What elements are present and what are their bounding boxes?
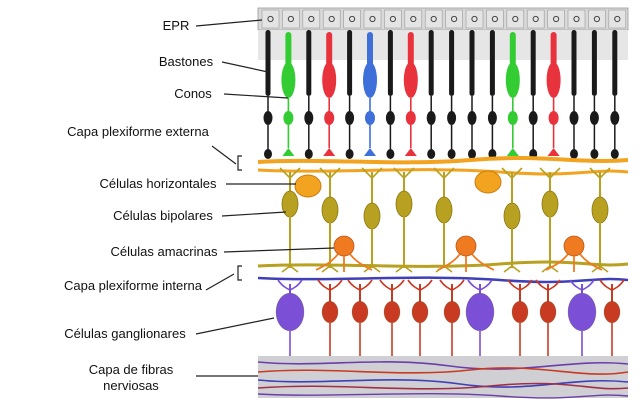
rod-cell — [569, 30, 579, 159]
ganglion-cell — [599, 279, 625, 360]
cone-cell — [281, 32, 296, 156]
bipolar-cell — [501, 167, 523, 273]
label-capa-plexiforme-externa: Capa plexiforme externa — [67, 124, 209, 139]
label-celulas-amacrinas: Células amacrinas — [110, 244, 218, 259]
rod-cell — [487, 30, 497, 159]
ganglion-cell — [275, 279, 305, 360]
epr-cell — [302, 9, 321, 29]
ganglion-cell — [567, 279, 597, 360]
rod-cell — [589, 30, 599, 159]
bipolar-cell — [361, 167, 383, 273]
epr-cell — [363, 9, 382, 29]
ganglion-cell — [439, 279, 465, 360]
label-celulas-horizontales: Células horizontales — [99, 176, 217, 191]
epr-cell — [567, 9, 586, 29]
label-celulas-ganglionares: Células ganglionares — [64, 326, 186, 341]
epr-cell — [486, 9, 504, 29]
amacrine-cell — [437, 235, 495, 272]
photoreceptor-layer — [263, 30, 620, 159]
rod-cell — [263, 30, 273, 159]
epr-cell — [608, 9, 627, 29]
epr-cell — [506, 9, 525, 29]
label-epr: EPR — [162, 18, 190, 33]
rod-cell — [345, 30, 355, 159]
label-conos: Conos — [174, 86, 212, 101]
ganglion-cell — [407, 279, 433, 360]
bipolar-cell — [393, 167, 415, 273]
ganglion-cell — [465, 279, 495, 360]
epr-cell — [424, 9, 443, 29]
epr-cell — [465, 9, 484, 29]
amacrine-cells — [315, 235, 603, 272]
nerve-fiber-layer — [257, 356, 629, 399]
ganglion-cells — [275, 279, 625, 360]
label-capa-plexiforme-interna: Capa plexiforme interna — [63, 278, 203, 293]
rod-cell — [447, 30, 457, 159]
ganglion-cell — [535, 279, 561, 360]
rod-cell — [467, 30, 477, 159]
cone-cell — [403, 32, 418, 156]
epr-cell — [322, 9, 341, 29]
bipolar-cell — [433, 167, 455, 273]
leader-lines — [195, 19, 335, 377]
epr-cell — [384, 9, 402, 29]
cone-cell — [505, 32, 520, 156]
bipolar-cell — [539, 167, 561, 273]
epr-cell — [526, 9, 545, 29]
cone-cell — [322, 32, 337, 156]
bipolar-cells — [279, 167, 611, 273]
inner-plexiform-layer — [257, 260, 629, 284]
rod-cell — [426, 30, 436, 159]
epr-cell — [445, 9, 463, 29]
rod-cell — [304, 30, 314, 159]
horizontal-cells — [294, 170, 502, 198]
epr-cell — [404, 9, 423, 29]
label-capa-de-fibras-nerviosas: Capa de fibras nerviosas — [88, 362, 174, 393]
epr-cell — [343, 9, 361, 29]
bipolar-cell — [319, 167, 341, 273]
label-bastones: Bastones — [158, 54, 214, 69]
ganglion-cell — [347, 279, 373, 360]
cone-cell — [546, 32, 561, 156]
rod-cell — [610, 30, 620, 159]
amacrine-cell — [315, 235, 373, 272]
label-celulas-bipolares: Células bipolares — [113, 208, 213, 223]
ganglion-cell — [317, 279, 343, 360]
amacrine-cell — [545, 235, 603, 272]
epr-layer — [257, 7, 629, 60]
ganglion-cell — [379, 279, 405, 360]
ganglion-cell — [507, 279, 533, 360]
bipolar-cell — [589, 167, 611, 273]
outer-plexiform-layer — [257, 156, 629, 176]
epr-cell — [261, 9, 280, 29]
epr-cell — [282, 9, 300, 29]
epr-cell — [547, 9, 565, 29]
epr-cell — [588, 9, 606, 29]
rod-cell — [385, 30, 395, 159]
cone-cell — [363, 32, 377, 156]
